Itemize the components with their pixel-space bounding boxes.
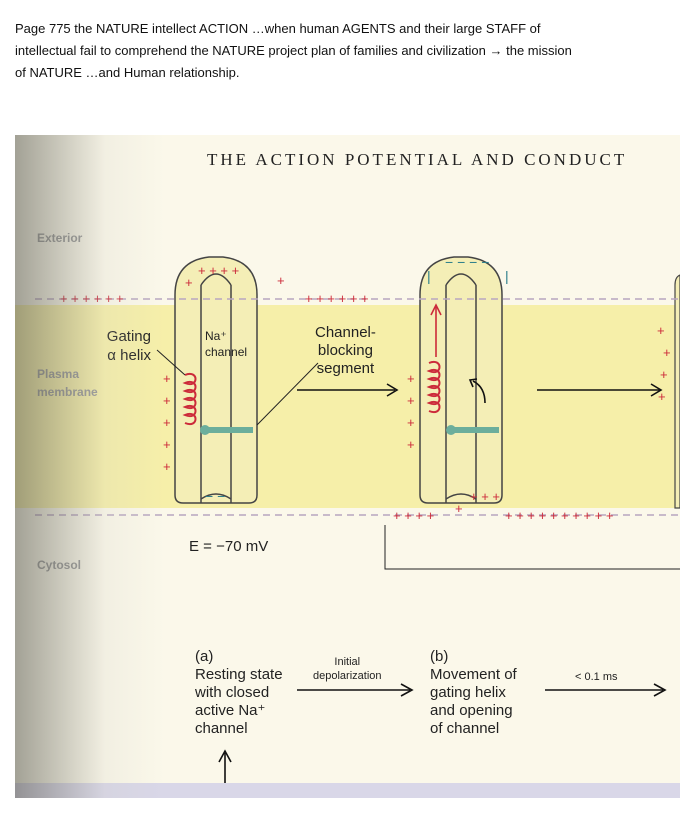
cytosol-label: Cytosol [37,558,82,572]
svg-text:+: + [407,371,415,386]
svg-text:− − − −: − − − − [445,254,489,270]
segment-pointer [256,362,319,426]
svg-text:+: + [163,393,171,408]
svg-text:+ + + + + + + + + +: + + + + + + + + + + [505,508,613,523]
svg-text:+ + + +: + + + + [198,263,239,278]
arrows [218,303,667,787]
svg-text:+: + [163,415,171,430]
gating-helix-label: Gating α helix [106,328,151,364]
initial-depolarization-label: Initial depolarization [313,656,382,682]
svg-text:+: + [163,371,171,386]
svg-text:+: + [660,367,668,382]
na-channel-open [419,256,503,504]
page-caption: Page 775 the NATURE intellect ACTION …wh… [15,18,680,84]
plasma-label: Plasma [37,367,80,381]
svg-text:+ + + + + +: + + + + + + [305,291,369,306]
connector-line [384,525,680,570]
na-channel-closed [174,256,258,504]
svg-text:+: + [407,393,415,408]
gating-helix-a [182,372,197,426]
svg-text:+: + [455,501,463,516]
caption-line-3: of NATURE …and Human relationship. [15,65,240,80]
svg-text:+: + [277,273,285,288]
svg-text:+ + + +: + + + + [393,508,434,523]
blocking-segment-a-head [200,425,210,435]
time-label: < 0.1 ms [575,671,618,683]
textbook-figure-scan: + + + + + + ++ + + ++ + + + + + + +++++ … [15,135,680,798]
svg-text:+: + [407,437,415,452]
svg-text:+: + [185,275,193,290]
svg-text:|: | [427,268,431,284]
svg-text:+ + +: + + + [470,489,500,504]
page-bottom-strip [15,783,680,798]
figure-drawing: + + + + + + ++ + + ++ + + + + + + +++++ … [15,254,680,798]
next-channel-edge [674,274,680,509]
exterior-label: Exterior [37,231,83,245]
na-channel-label: Na⁺ channel [205,329,248,359]
svg-text:+: + [407,415,415,430]
svg-text:+ + + + + +: + + + + + + [60,291,124,306]
blocking-segment-a [205,427,253,433]
blocking-segment-b [451,427,499,433]
panel-b-caption: (b) Movement of gating helix and opening… [430,648,517,737]
svg-text:+: + [163,459,171,474]
membrane-label: membrane [37,385,98,399]
svg-text:+: + [663,345,671,360]
resting-voltage-label: E = −70 mV [189,538,269,555]
negative-charges: | − − − − | − − [205,254,509,504]
figure-header: THE ACTION POTENTIAL AND CONDUCT [207,150,628,169]
caption-line-1: Page 775 the NATURE intellect ACTION …wh… [15,21,541,36]
gating-helix-b [426,360,441,414]
channel-blocking-segment-label: Channel- blocking segment [315,324,376,377]
svg-text:− −: − − [205,488,225,504]
caption-line-2: intellectual fail to comprehend the NATU… [15,43,572,58]
svg-text:+: + [658,389,666,404]
svg-text:|: | [505,268,509,284]
blocking-segment-b-head [446,425,456,435]
svg-text:+: + [657,323,665,338]
svg-text:+: + [163,437,171,452]
panel-a-caption: (a) Resting state with closed active Na⁺… [195,648,283,737]
